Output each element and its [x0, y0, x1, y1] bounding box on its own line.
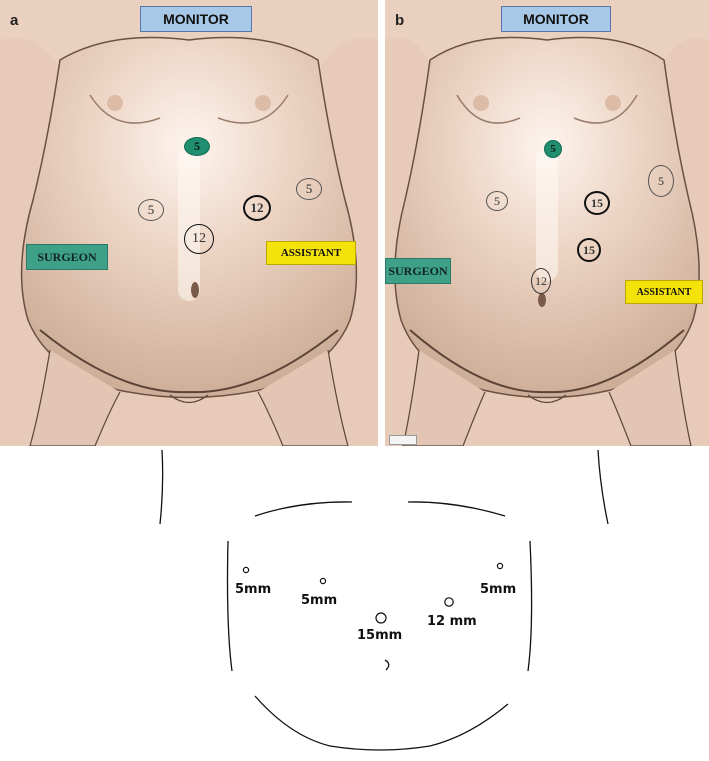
port-marker: 5	[486, 191, 508, 211]
port-dot	[376, 613, 386, 623]
panel-letter: a	[10, 12, 18, 29]
panel-a: a MONITOR SURGEON ASSISTANT 5 5 5 12 12	[0, 0, 378, 446]
surgeon-label: SURGEON	[26, 244, 108, 270]
panel-b: b MONITOR SURGEON ASSISTANT 5 5 5 15 15 …	[385, 0, 709, 446]
port-marker: 5	[296, 178, 322, 200]
port-marker: 15	[577, 238, 601, 262]
port-marker: 12	[243, 195, 271, 221]
port-dot	[243, 567, 248, 572]
port-dot	[320, 578, 325, 583]
monitor-label: MONITOR	[140, 6, 252, 32]
port-size-label: 5mm	[301, 593, 337, 608]
port-size-label: 12 mm	[427, 614, 477, 629]
assistant-label: ASSISTANT	[266, 241, 356, 265]
panel-letter: b	[395, 12, 404, 29]
torso-line-drawing	[0, 446, 709, 761]
port-marker: 5	[138, 199, 164, 221]
assistant-label: ASSISTANT	[625, 280, 703, 304]
port-dot	[497, 563, 502, 568]
scale-bar	[389, 435, 417, 445]
port-dot	[445, 598, 453, 606]
port-marker: 12	[531, 268, 551, 294]
surgeon-label: SURGEON	[385, 258, 451, 284]
port-marker: 12	[184, 224, 214, 254]
port-size-label: 15mm	[357, 628, 402, 643]
torso-illustration-a	[0, 0, 378, 446]
monitor-label: MONITOR	[501, 6, 611, 32]
port-marker: 5	[544, 140, 562, 158]
port-marker: 15	[584, 191, 610, 215]
port-marker: 5	[184, 137, 210, 156]
port-size-label: 5mm	[480, 582, 516, 597]
port-marker: 5	[648, 165, 674, 197]
port-size-label: 5mm	[235, 582, 271, 597]
torso-illustration-b	[385, 0, 709, 446]
